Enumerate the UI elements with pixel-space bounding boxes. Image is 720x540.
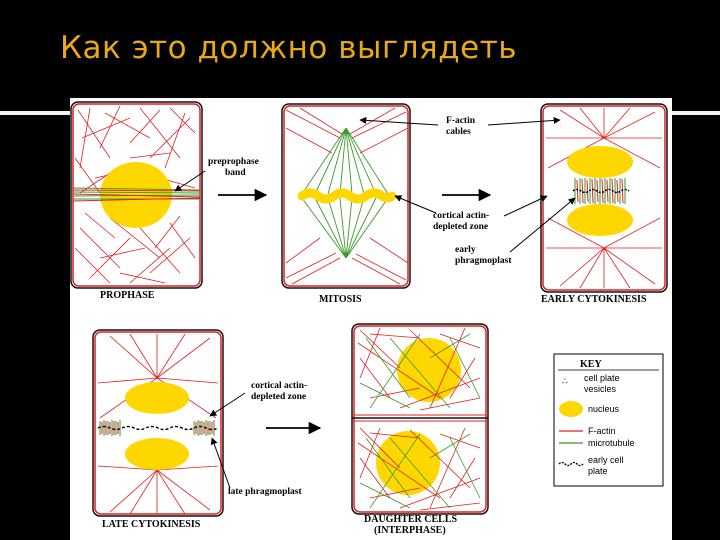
key-plate-1: early cell	[588, 455, 624, 465]
label-interphase: (INTERPHASE)	[374, 525, 446, 536]
mitosis-chromosomes	[297, 188, 397, 204]
daughter-nucleus-bottom	[376, 431, 440, 495]
late-nucleus-bottom	[125, 438, 189, 470]
daughter-nucleus-top	[397, 338, 461, 402]
prophase-nucleus	[100, 162, 172, 228]
late-cytokinesis-cell	[92, 329, 224, 517]
callout-cortical-1: cortical actin-	[433, 211, 489, 221]
early-phragmoplast	[572, 178, 630, 204]
key-vesicles-1: cell plate	[584, 373, 620, 383]
late-nucleus-top	[125, 382, 189, 414]
mitosis-actin	[285, 107, 409, 285]
early-cytokinesis-cell	[540, 103, 668, 293]
callout-preprophase-1: preprophase	[208, 157, 259, 167]
late-phragmoplast-right	[193, 420, 215, 436]
mitosis-spindle	[301, 127, 389, 259]
callout-factin-2: cables	[446, 127, 471, 137]
preprophase-band	[72, 187, 201, 202]
label-mitosis: MITOSIS	[319, 294, 362, 305]
callout-factin-1: F-actin	[446, 116, 476, 126]
callout-cortical-late-2: depleted zone	[251, 392, 306, 402]
daughter-cells	[351, 323, 489, 515]
callout-cortical-late-1: cortical actin-	[251, 381, 307, 391]
label-late-cytokinesis: LATE CYTOKINESIS	[102, 519, 201, 530]
key-microtubule: microtubule	[588, 438, 635, 448]
label-daughter-cells: DAUGHTER CELLS	[364, 514, 458, 525]
key-title: KEY	[580, 359, 602, 370]
label-prophase: PROPHASE	[100, 290, 155, 301]
vesicles-symbol-icon: ∴	[562, 376, 568, 386]
nucleus-swatch-icon	[559, 401, 583, 417]
stage-arrows	[218, 188, 492, 435]
mitosis-cell	[281, 103, 411, 289]
callout-late-phrag: late phragmoplast	[228, 487, 302, 497]
slide-title: Как это должно выглядеть	[60, 30, 518, 66]
callout-preprophase-2: band	[225, 168, 246, 178]
cell-plate-line-icon	[558, 461, 584, 467]
key-nucleus: nucleus	[588, 404, 620, 414]
key-vesicles-2: vesicles	[584, 384, 617, 394]
key-plate-2: plate	[588, 466, 608, 476]
callout-early-phrag-2: phragmoplast	[455, 256, 512, 266]
callout-pointers	[174, 116, 576, 489]
callout-cortical-2: depleted zone	[433, 222, 488, 232]
early-nucleus-bottom	[567, 204, 633, 236]
prophase-cell	[70, 101, 203, 289]
cell-division-diagram: PROPHASE MITOSIS EARLY CYTOKINESIS LATE …	[70, 98, 672, 540]
prophase-actin	[74, 105, 196, 284]
legend-key: KEY ∴ cell plate vesicles nucleus F-acti…	[553, 353, 664, 487]
late-cell-plate	[97, 425, 219, 431]
callout-early-phrag-1: early	[455, 245, 476, 255]
early-nucleus-top	[567, 146, 633, 178]
key-factin: F-actin	[588, 426, 616, 436]
label-early-cytokinesis: EARLY CYTOKINESIS	[541, 294, 647, 305]
diagram-canvas: PROPHASE MITOSIS EARLY CYTOKINESIS LATE …	[70, 101, 668, 536]
